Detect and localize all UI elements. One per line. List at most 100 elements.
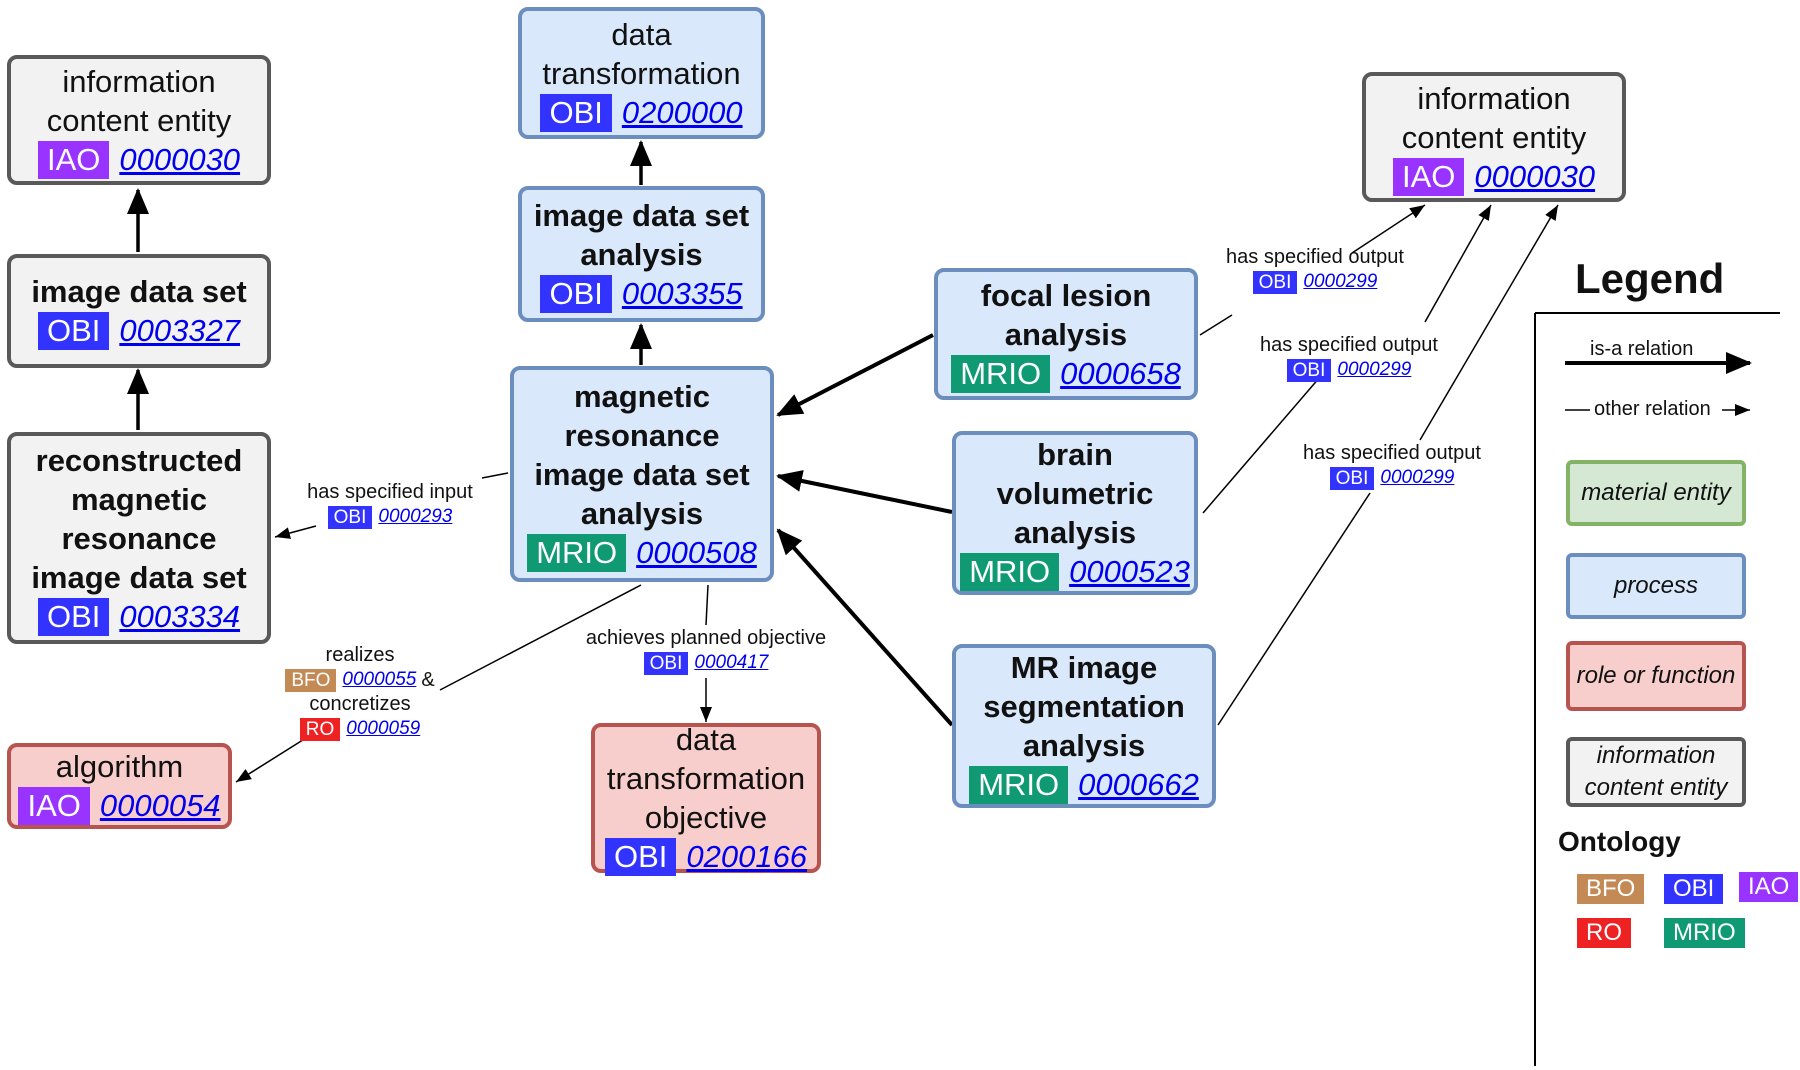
node-reconstructed-mr-image-data-set: reconstructed magnetic resonance image d… [7,432,271,644]
edge-out1 [1199,314,1233,336]
ampersand: & [421,669,435,691]
edge-out2 [1202,376,1321,514]
ontology-id-link[interactable]: 0000658 [1060,355,1181,391]
ontology-tag-ro: RO [299,717,341,741]
ontology-id-link[interactable]: 0000299 [1337,359,1412,380]
ontology-tag-obi: OBI [1286,358,1332,382]
node-title: information content entity [46,63,232,138]
node-title: information content entity [1401,80,1587,155]
node-data-transformation-objective: data transformation objective OBI 0200166 [591,722,821,876]
ontology-id-link[interactable]: 0000054 [99,788,221,823]
node-image-data-set: image data set OBI 0003327 [7,254,271,368]
edge-label-text: realizes [325,644,395,666]
edge-out3-arrow [1419,204,1559,441]
node-algorithm: algorithm IAO 0000054 [7,743,232,829]
legend-material-entity: material entity [1566,460,1746,526]
ontology-tag-iao: IAO [1392,157,1465,196]
edge-out2-arrow [1424,204,1492,323]
ontology-tag-obi: OBI [540,93,612,132]
node-title: brain volumetric analysis [996,437,1154,550]
edge-has-specified-input-arrow [274,525,317,539]
ontology-id-link[interactable]: 0000662 [1078,767,1199,802]
legend-other-label: other relation [1594,398,1711,420]
edge-label-text: has specified output [1260,334,1438,356]
ontology-tag-obi: OBI [643,651,689,675]
ontology-id-link[interactable]: 0000293 [378,506,453,527]
node-title: algorithm [55,749,184,784]
edge-label-text: has specified output [1226,246,1404,268]
ontology-id-link[interactable]: 0000417 [694,652,769,673]
ontology-id-link[interactable]: 0200000 [621,94,743,130]
node-title: magnetic resonance image data set analys… [534,378,750,531]
node-title: focal lesion analysis [980,277,1152,352]
legend-ontology-bfo: BFO [1577,874,1645,904]
edge-realizes [439,584,642,691]
ontology-tag-obi: OBI [1252,270,1298,294]
ontology-id-link[interactable]: 0000059 [346,718,421,739]
node-title: image data set analysis [533,197,750,272]
ontology-tag-obi: OBI [540,274,612,313]
ontology-tag-iao: IAO [37,140,110,179]
legend-title: Legend [1575,255,1725,302]
ontology-tag-obi: OBI [37,312,110,350]
ontology-id-link[interactable]: 0000523 [1069,554,1190,589]
ontology-id-link[interactable]: 0000508 [636,534,757,570]
ontology-id-link[interactable]: 0200166 [686,839,808,874]
ontology-id-link[interactable]: 0003334 [119,598,241,634]
ontology-id-link[interactable]: 0000299 [1303,271,1378,292]
edge-label-text: has specified output [1303,442,1481,464]
edge-out3 [1217,492,1371,726]
node-mr-image-data-set-analysis: magnetic resonance image data set analys… [510,366,774,582]
legend-role-or-function: role or function [1566,641,1746,711]
edge-realizes-arrow [235,737,307,783]
edge-label-text: achieves planned objective [585,627,827,649]
legend-isa-label: is-a relation [1590,338,1694,360]
ontology-tag-iao: IAO [18,787,90,825]
node-mr-image-segmentation-analysis: MR image segmentation analysis MRIO 00006… [952,644,1216,808]
ontology-tag-obi: OBI [37,597,110,636]
legend-information-content-entity: information content entity [1566,737,1746,807]
ontology-tag-bfo: BFO [285,668,337,692]
node-title: data transformation objective [606,722,806,835]
edge-label-text: concretizes [309,693,411,715]
ontology-tag-obi: OBI [604,838,677,876]
ontology-tag-obi: OBI [1329,466,1375,490]
legend-ontology-iao: IAO [1739,872,1799,902]
edge-objective [705,584,709,626]
node-title: image data set [31,274,247,309]
ontology-id-link[interactable]: 0000299 [1380,467,1455,488]
ontology-id-link[interactable]: 0000055 [342,669,417,690]
ontology-tag-mrio: MRIO [969,766,1069,804]
node-title: reconstructed magnetic resonance image d… [31,442,247,595]
node-title: data transformation [542,16,741,91]
legend-ontology-ro: RO [1577,918,1631,948]
ontology-id-link[interactable]: 0000030 [119,141,241,177]
ontology-tag-mrio: MRIO [951,354,1051,393]
edge-has-specified-input [481,472,509,479]
ontology-id-link[interactable]: 0003355 [621,275,743,311]
legend-ontology-title: Ontology [1558,826,1681,857]
node-title: MR image segmentation analysis [983,650,1185,763]
ontology-id-link[interactable]: 0000030 [1474,158,1596,194]
ontology-tag-mrio: MRIO [527,533,627,572]
edge-out1-arrow [1351,204,1426,254]
ontology-id-link[interactable]: 0003327 [119,313,241,348]
legend-process: process [1566,553,1746,619]
isa-edge-brain-to-mridsa [776,470,953,514]
isa-edge-seg-to-mridsa [776,528,954,727]
edge-label-text: has specified input [307,481,473,503]
ontology-tag-obi: OBI [327,505,373,529]
